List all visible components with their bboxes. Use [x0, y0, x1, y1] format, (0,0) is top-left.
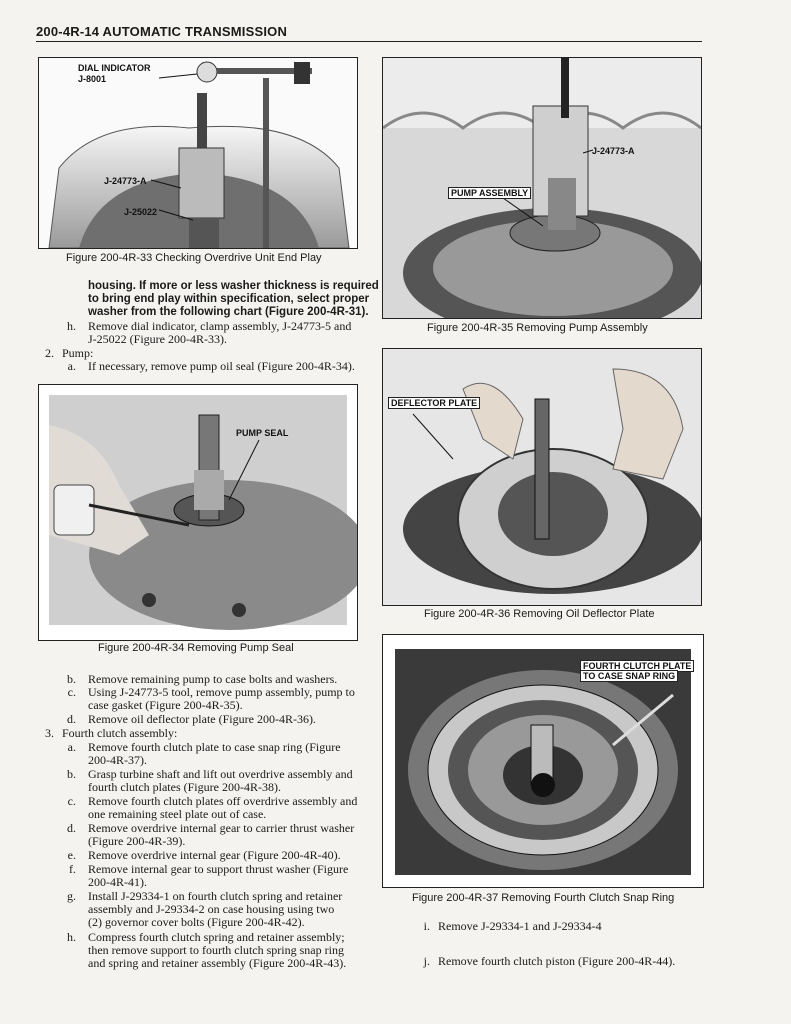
bold-line-3: washer from the following chart (Figure …: [88, 306, 369, 318]
callout-j-24773-a-35: J-24773-A: [592, 146, 635, 156]
step-line: and spring and retainer assembly (Figure…: [88, 956, 347, 970]
pump-assembly-photo: [383, 58, 701, 318]
step-label: d.: [67, 821, 76, 835]
callout-pump-assembly: PUMP ASSEMBLY: [448, 187, 532, 199]
figure-36-caption: Figure 200-4R-36 Removing Oil Deflector …: [424, 608, 655, 620]
step-label: h.: [67, 319, 76, 333]
figure-34-photo: [38, 384, 358, 641]
step-label: a.: [67, 740, 76, 754]
step-line: (Figure 200-4R-39).: [88, 834, 186, 848]
bold-note: housing. If more or less washer thicknes…: [88, 280, 379, 319]
figure-36-photo: [382, 348, 702, 606]
transmission-end-play-photo: [39, 58, 357, 248]
step-line: Remove dial indicator, clamp assembly, J…: [88, 319, 352, 333]
step-line: 200-4R-37).: [88, 753, 147, 767]
step-line: Remove oil deflector plate (Figure 200-4…: [88, 712, 316, 726]
deflector-plate-photo: [383, 349, 701, 605]
step-label: f.: [69, 862, 76, 876]
step-line: Remove internal gear to support thrust w…: [88, 862, 349, 876]
step-line: Remove overdrive internal gear to carrie…: [88, 821, 355, 835]
step-line: one remaining steel plate out of case.: [88, 807, 267, 821]
step-line: (2) governor cover bolts (Figure 200-4R-…: [88, 915, 305, 929]
callout-j-8001: J-8001: [78, 74, 107, 84]
step-line: If necessary, remove pump oil seal (Figu…: [88, 359, 355, 373]
bold-line-2: to bring end play within specification, …: [88, 293, 370, 305]
step-line: Fourth clutch assembly:: [62, 726, 178, 740]
step-label: g.: [67, 889, 76, 903]
callout-deflector-plate: DEFLECTOR PLATE: [388, 397, 481, 409]
figure-35-photo: [382, 57, 702, 319]
step-line: J-25022 (Figure 200-4R-33).: [88, 332, 227, 346]
step-line: assembly and J-29334-2 on case housing u…: [88, 902, 335, 916]
step-label: b.: [67, 767, 76, 781]
page-header: 200-4R-14 AUTOMATIC TRANSMISSION: [36, 24, 288, 39]
step-label: 3.: [45, 726, 54, 740]
figure-33-caption: Figure 200-4R-33 Checking Overdrive Unit…: [66, 252, 322, 264]
step-line: fourth clutch plates (Figure 200-4R-38).: [88, 780, 281, 794]
step-line: Using J-24773-5 tool, remove pump assemb…: [88, 685, 355, 699]
step-line: Install J-29334-1 on fourth clutch sprin…: [88, 889, 343, 903]
step-label: e.: [67, 848, 76, 862]
step-line: then remove support to fourth clutch spr…: [88, 943, 344, 957]
step-line: Grasp turbine shaft and lift out overdri…: [88, 767, 353, 781]
step-line: Compress fourth clutch spring and retain…: [88, 930, 345, 944]
step-label: c.: [67, 794, 76, 808]
figure-35-caption: Figure 200-4R-35 Removing Pump Assembly: [427, 322, 648, 334]
step-label: c.: [67, 685, 76, 699]
callout-pump-seal: PUMP SEAL: [236, 428, 289, 438]
step-label: j.: [423, 954, 430, 968]
callout-dial-indicator: DIAL INDICATOR: [78, 63, 151, 73]
step-label: i.: [423, 919, 430, 933]
step-line: Remove fourth clutch plates off overdriv…: [88, 794, 358, 808]
figure-33-photo: [38, 57, 358, 249]
step-line: case gasket (Figure 200-4R-35).: [88, 698, 243, 712]
step-label: h.: [67, 930, 76, 944]
header-rule: [36, 41, 702, 42]
step-line: Remove J-29334-1 and J-29334-4: [438, 919, 602, 933]
step-label: 2.: [45, 346, 54, 360]
step-line: Remove remaining pump to case bolts and …: [88, 672, 338, 686]
callout-j-24773-a: J-24773-A: [104, 176, 147, 186]
figure-37-caption: Figure 200-4R-37 Removing Fourth Clutch …: [412, 892, 675, 904]
step-label: b.: [67, 672, 76, 686]
step-line: 200-4R-41).: [88, 875, 147, 889]
callout-j-25022: J-25022: [124, 207, 158, 217]
step-line: Remove fourth clutch plate to case snap …: [88, 740, 341, 754]
step-line: Pump:: [62, 346, 94, 360]
step-label: d.: [67, 712, 76, 726]
pump-seal-photo: [39, 385, 357, 640]
callout-to-case-snap-ring: TO CASE SNAP RING: [580, 670, 679, 682]
step-line: Remove overdrive internal gear (Figure 2…: [88, 848, 341, 862]
step-line: Remove fourth clutch piston (Figure 200-…: [438, 954, 676, 968]
figure-34-caption: Figure 200-4R-34 Removing Pump Seal: [98, 642, 294, 654]
step-label: a.: [67, 359, 76, 373]
bold-line-1: housing. If more or less washer thicknes…: [88, 280, 379, 292]
